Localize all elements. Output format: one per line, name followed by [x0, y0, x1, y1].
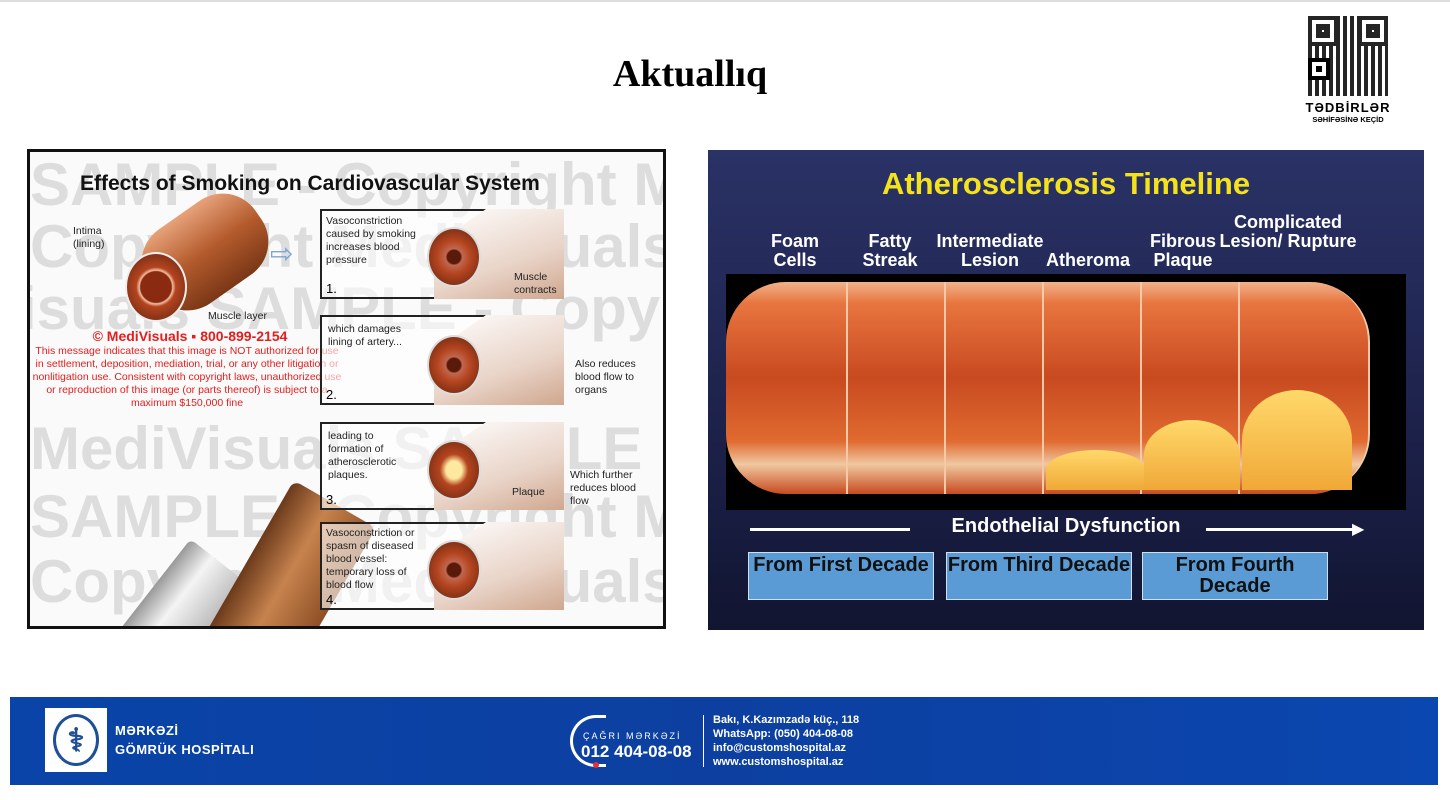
image-title: Effects of Smoking on Cardiovascular Sys…	[80, 172, 540, 195]
arrow-right-icon: ⇨	[270, 238, 294, 269]
copyright-notice: This message indicates that this image i…	[32, 345, 342, 409]
artery-cross-section	[125, 252, 187, 322]
qr-finder	[1308, 58, 1330, 80]
slide-title: Aktuallıq	[612, 53, 768, 95]
hospital-name-line1: MƏRKƏZİ	[115, 723, 179, 738]
qr-caption-line2: SƏHİFƏSİNƏ KEÇİD	[1312, 115, 1384, 124]
artery-illustration	[726, 274, 1406, 510]
image-title: Atherosclerosis Timeline	[881, 166, 1251, 201]
side-note: Which further reduces blood flow	[570, 469, 636, 507]
qr-caption-line1: TƏDBİRLƏR	[1305, 100, 1391, 115]
side-note: Also reduces blood flow to organs	[575, 358, 636, 396]
decade-box: From Fourth Decade	[1142, 552, 1328, 600]
decade-box: From Third Decade	[946, 552, 1132, 600]
top-divider	[0, 0, 1450, 2]
copyright-header: © MediVisuals ▪ 800-899-2154	[92, 328, 288, 344]
smoking-effects-image: SAMPLE - Copyright M Copyright MediVisua…	[27, 149, 666, 629]
arrow-line	[1206, 528, 1356, 531]
step-4: Vasoconstriction or spasm of diseased bl…	[320, 522, 564, 610]
divider	[703, 715, 704, 767]
stage-label: Fatty Streak	[862, 231, 918, 270]
arrow-line	[750, 528, 910, 531]
step-2: which damages lining of artery... 2.	[320, 315, 564, 405]
muscle-layer-label: Muscle layer	[208, 310, 267, 322]
watermark: SAMPLE - Copyright M	[30, 151, 666, 218]
whatsapp[interactable]: WhatsApp: (050) 404-08-08	[713, 728, 853, 740]
footer-banner: ⚕ MƏRKƏZİ GÖMRÜK HOSPİTALI ÇAĞRI MƏRKƏZİ…	[10, 697, 1438, 785]
stage-label: Intermediate Lesion	[936, 231, 1044, 270]
qr-code-image[interactable]	[1308, 16, 1388, 96]
emblem-icon: ⚕	[53, 714, 99, 766]
website-link[interactable]: www.customshospital.az	[713, 756, 844, 768]
intima-label: Intima (lining)	[73, 225, 105, 250]
step-3: leading to formation of atherosclerotic …	[320, 422, 564, 510]
endothelial-dysfunction-label: Endothelial Dysfunction	[951, 515, 1181, 537]
stage-label: Complicated Lesion/ Rupture	[1219, 212, 1357, 251]
hospital-logo: ⚕	[45, 708, 107, 772]
call-center-phone[interactable]: 012 404-08-08	[581, 742, 692, 761]
headset-icon	[570, 715, 606, 767]
stage-label: Foam Cells	[770, 231, 819, 270]
mic-dot-icon	[593, 762, 599, 768]
step-1: Vasoconstriction caused by smoking incre…	[320, 209, 564, 299]
email-link[interactable]: info@customshospital.az	[713, 742, 846, 754]
stage-label: Fibrous Plaque	[1150, 231, 1216, 270]
arrow-head-icon: ▶	[1352, 521, 1365, 538]
atherosclerosis-timeline-image: Atherosclerosis Timeline Foam Cells Fatt…	[708, 150, 1424, 630]
decade-box: From First Decade	[748, 552, 934, 600]
hospital-name-line2: GÖMRÜK HOSPİTALI	[115, 742, 255, 757]
call-center-label: ÇAĞRI MƏRKƏZİ	[583, 731, 682, 741]
stage-label: Atheroma	[1045, 250, 1130, 270]
address: Bakı, K.Kazımzadə küç., 118	[713, 714, 860, 726]
